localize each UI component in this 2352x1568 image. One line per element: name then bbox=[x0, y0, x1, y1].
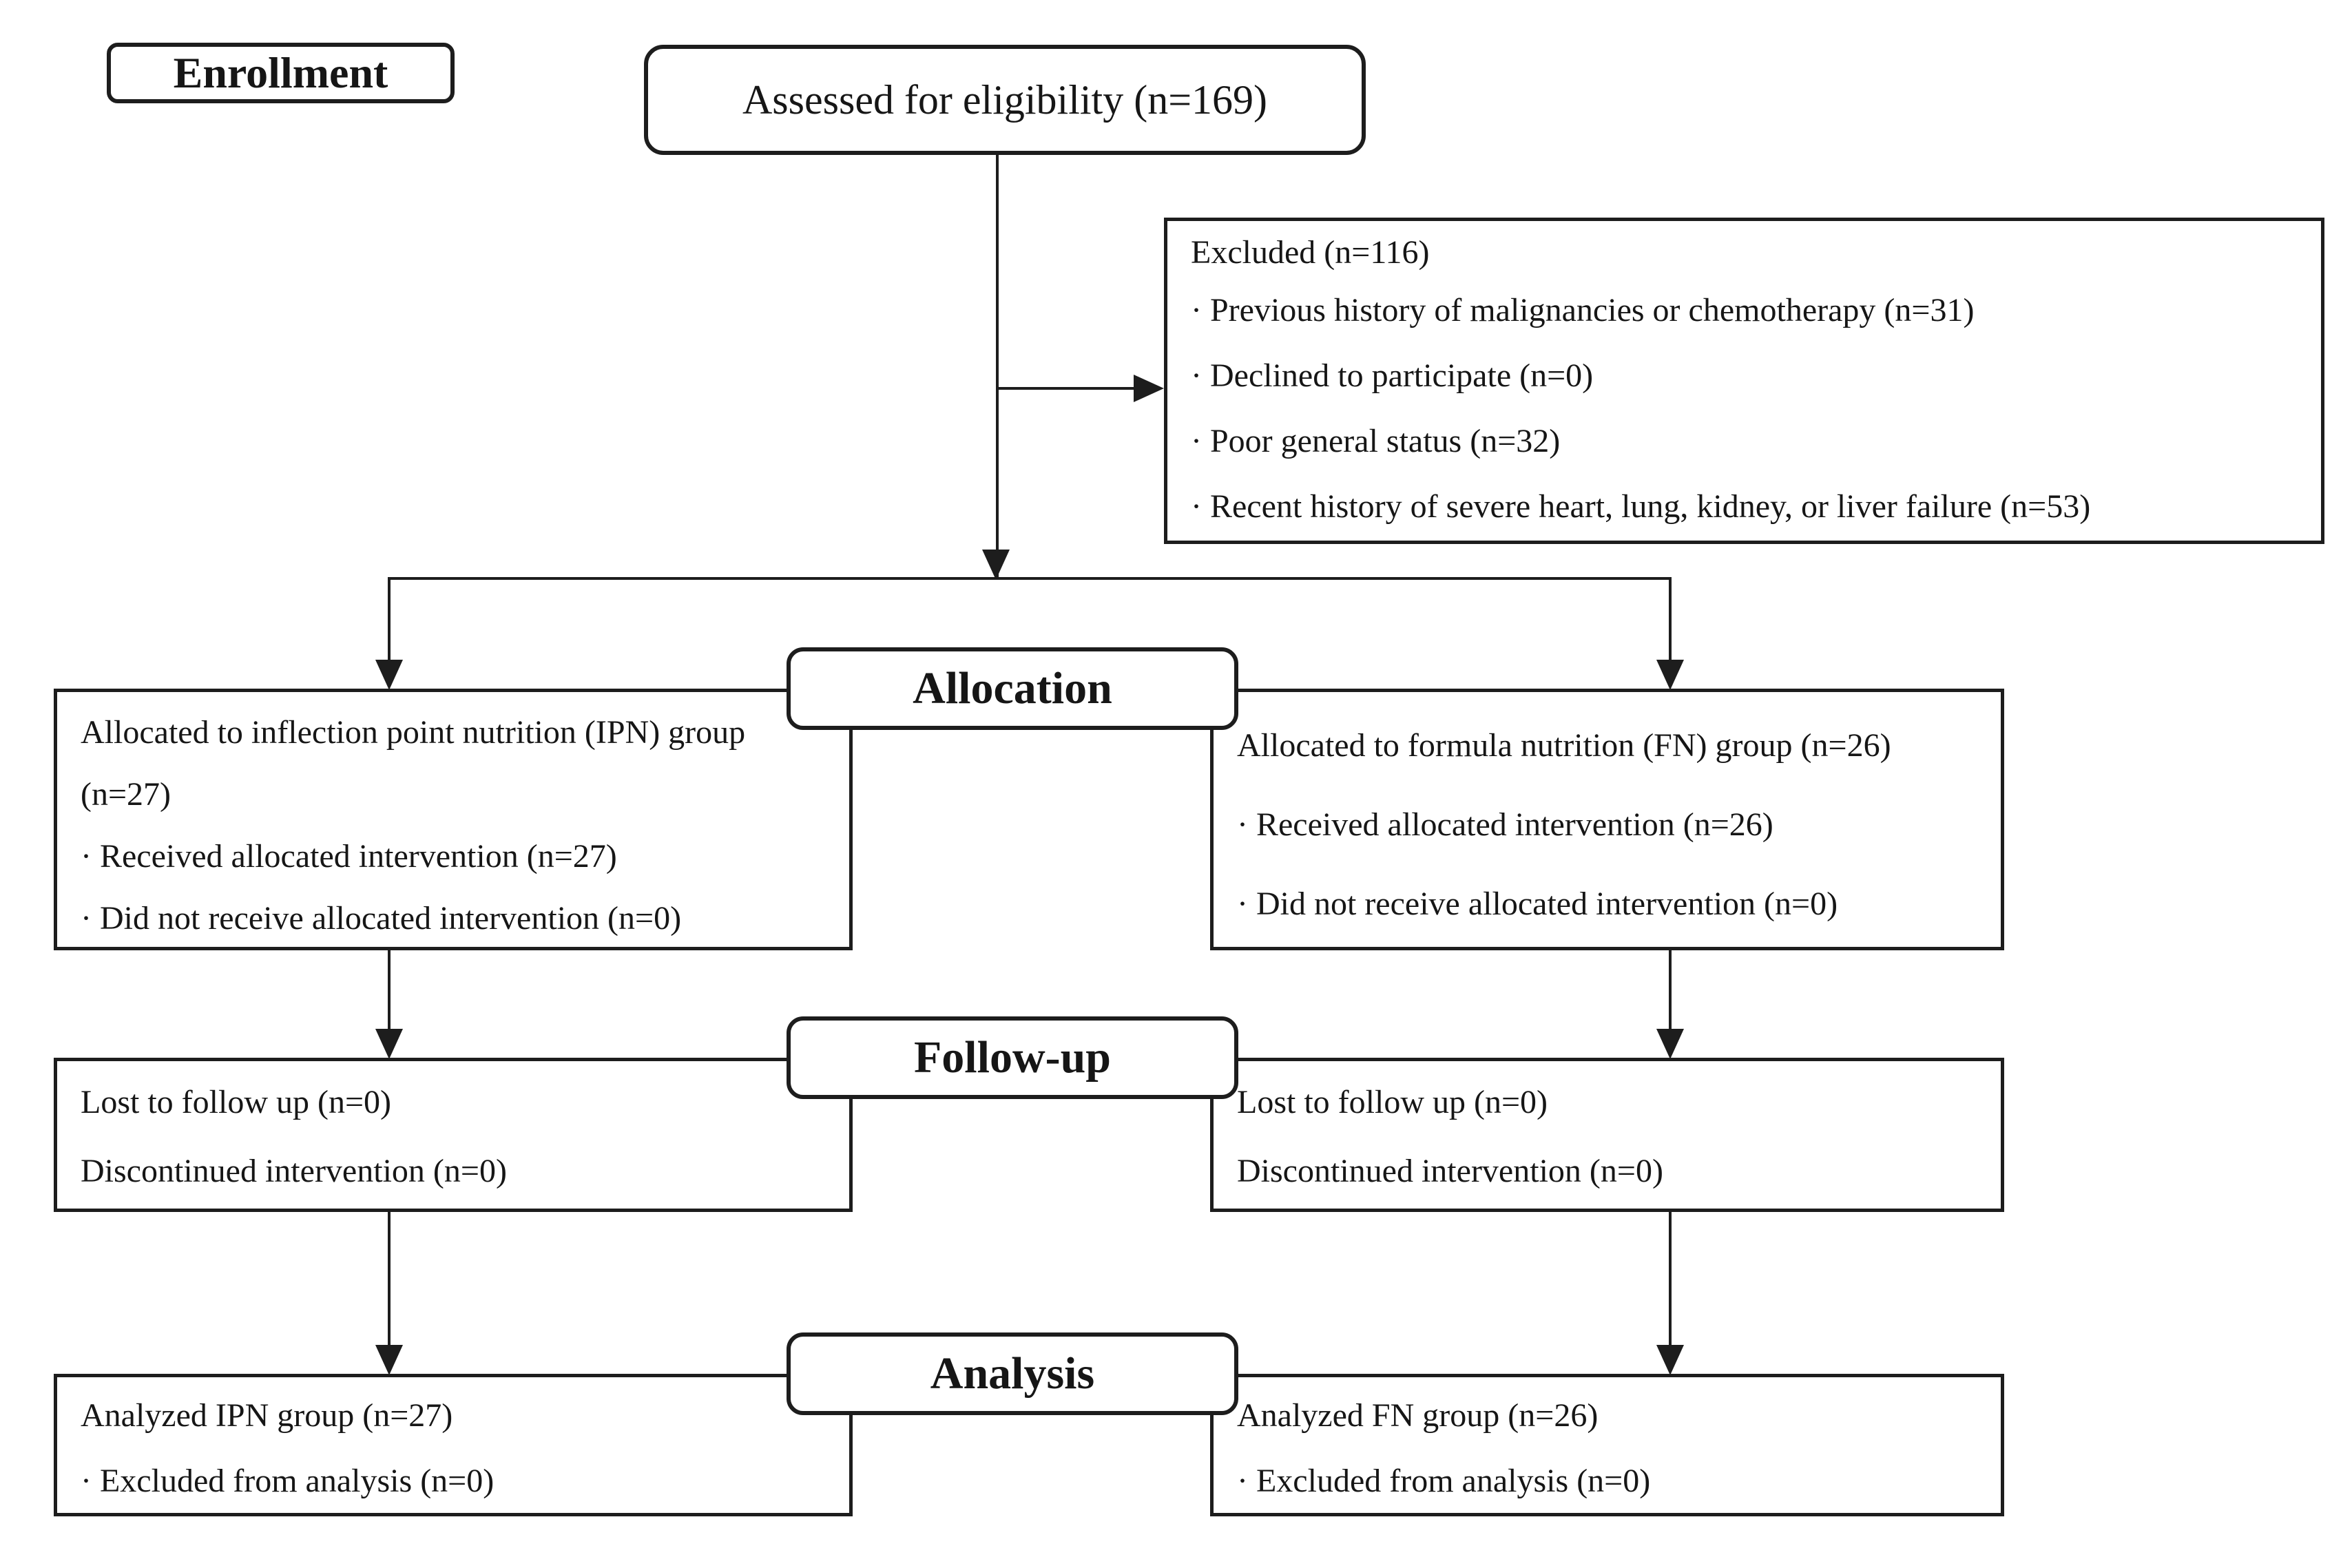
connector-assessed-down bbox=[996, 155, 999, 578]
fn-analysis-line: Analyzed FN group (n=26) bbox=[1237, 1397, 1599, 1434]
arrowhead-down-icon bbox=[375, 1029, 403, 1059]
connector-branch-right bbox=[1669, 577, 1672, 661]
fn-followup-line: Lost to follow up (n=0) bbox=[1237, 1084, 1548, 1120]
followup-stage-label: Follow-up bbox=[787, 1016, 1238, 1099]
branch-line bbox=[389, 577, 1672, 580]
fn-followup-box: Lost to follow up (n=0) Discontinued int… bbox=[1210, 1058, 2004, 1212]
ipn-allocation-line: Allocated to inflection point nutrition … bbox=[81, 714, 746, 751]
connector-fn-fu-analysis bbox=[1669, 1212, 1672, 1346]
excluded-item: · Recent history of severe heart, lung, … bbox=[1191, 488, 2091, 525]
excluded-box: Excluded (n=116) · Previous history of m… bbox=[1164, 218, 2324, 544]
analysis-stage-text: Analysis bbox=[930, 1348, 1095, 1399]
enrollment-stage-label: Enrollment bbox=[107, 43, 455, 103]
ipn-analysis-line: Analyzed IPN group (n=27) bbox=[81, 1397, 453, 1434]
arrowhead-down-icon bbox=[1656, 1345, 1684, 1375]
ipn-analysis-line: · Excluded from analysis (n=0) bbox=[81, 1463, 495, 1499]
fn-allocation-line: · Did not receive allocated intervention… bbox=[1237, 886, 1838, 922]
ipn-followup-line: Discontinued intervention (n=0) bbox=[81, 1153, 507, 1189]
followup-stage-text: Follow-up bbox=[913, 1032, 1112, 1083]
ipn-allocation-line: (n=27) bbox=[81, 776, 171, 813]
assessed-text: Assessed for eligibility (n=169) bbox=[742, 76, 1268, 123]
assessed-box: Assessed for eligibility (n=169) bbox=[644, 45, 1366, 155]
ipn-analysis-box: Analyzed IPN group (n=27) · Excluded fro… bbox=[54, 1374, 853, 1516]
allocation-stage-label: Allocation bbox=[787, 647, 1238, 730]
ipn-allocation-line: · Received allocated intervention (n=27) bbox=[81, 838, 617, 875]
fn-allocation-line: Allocated to formula nutrition (FN) grou… bbox=[1237, 727, 1891, 764]
fn-analysis-box: Analyzed FN group (n=26) · Excluded from… bbox=[1210, 1374, 2004, 1516]
ipn-allocation-box: Allocated to inflection point nutrition … bbox=[54, 689, 853, 950]
connector-ipn-fu-analysis bbox=[388, 1212, 391, 1346]
fn-allocation-line: · Received allocated intervention (n=26) bbox=[1237, 806, 1773, 843]
analysis-stage-label: Analysis bbox=[787, 1332, 1238, 1415]
connector-fn-alloc-fu bbox=[1669, 950, 1672, 1030]
connector-to-excluded bbox=[997, 387, 1136, 390]
excluded-item: · Poor general status (n=32) bbox=[1191, 423, 1561, 459]
excluded-item: · Previous history of malignancies or ch… bbox=[1191, 292, 1975, 328]
connector-branch-left bbox=[388, 577, 391, 661]
arrowhead-down-icon bbox=[375, 1345, 403, 1375]
ipn-followup-box: Lost to follow up (n=0) Discontinued int… bbox=[54, 1058, 853, 1212]
arrowhead-down-icon bbox=[1656, 1029, 1684, 1059]
excluded-item: · Declined to participate (n=0) bbox=[1191, 357, 1594, 394]
excluded-title: Excluded (n=116) bbox=[1191, 234, 1430, 271]
fn-followup-line: Discontinued intervention (n=0) bbox=[1237, 1153, 1663, 1189]
fn-allocation-box: Allocated to formula nutrition (FN) grou… bbox=[1210, 689, 2004, 950]
allocation-stage-text: Allocation bbox=[913, 663, 1112, 713]
connector-ipn-alloc-fu bbox=[388, 950, 391, 1030]
arrowhead-down-icon bbox=[1656, 660, 1684, 690]
ipn-allocation-line: · Did not receive allocated intervention… bbox=[81, 900, 682, 937]
arrowhead-right-icon bbox=[1134, 375, 1164, 402]
enrollment-stage-text: Enrollment bbox=[173, 48, 388, 97]
arrowhead-down-icon bbox=[982, 550, 1010, 580]
arrowhead-down-icon bbox=[375, 660, 403, 690]
ipn-followup-line: Lost to follow up (n=0) bbox=[81, 1084, 392, 1120]
fn-analysis-line: · Excluded from analysis (n=0) bbox=[1237, 1463, 1651, 1499]
